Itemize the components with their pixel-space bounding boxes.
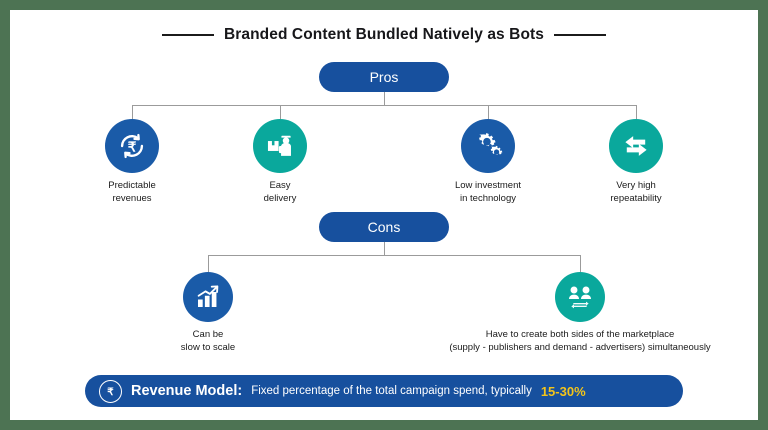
pros-item-label: Easy delivery — [263, 180, 297, 204]
cons-item-two-sided-marketplace[interactable]: Have to create both sides of the marketp… — [449, 272, 711, 354]
cons-item-label: Can be slow to scale — [180, 329, 236, 353]
pros-connector-bar — [132, 105, 636, 106]
title-rule-left — [161, 34, 214, 36]
page-title: Branded Content Bundled Natively as Bots — [10, 26, 758, 44]
pros-connector-drop-4 — [636, 105, 637, 119]
pros-item-high-repeatability[interactable]: Very high repeatability — [581, 119, 691, 205]
cons-pill[interactable]: Cons — [319, 212, 449, 242]
revenue-model-banner[interactable]: ₹ Revenue Model: Fixed percentage of the… — [85, 375, 683, 407]
pros-item-label: Very high repeatability — [610, 180, 662, 204]
pros-item-easy-delivery[interactable]: Easy delivery — [225, 119, 335, 205]
rupee-circle-icon: ₹ — [99, 379, 122, 403]
infographic-card: Branded Content Bundled Natively as Bots… — [10, 10, 758, 420]
pros-pill[interactable]: Pros — [319, 62, 449, 92]
page-title-text: Branded Content Bundled Natively as Bots — [223, 26, 545, 43]
title-rule-right — [554, 34, 607, 36]
pros-connector-drop-2 — [280, 105, 281, 119]
cons-connector-bar — [208, 255, 580, 256]
pros-connector-drop-3 — [488, 105, 489, 119]
two-way-arrows-icon — [609, 119, 663, 173]
revenue-model-heading: Revenue Model: — [131, 383, 243, 399]
cons-connector-drop-2 — [580, 255, 581, 272]
delivery-person-icon — [253, 119, 307, 173]
recurring-rupee-icon: ₹ — [105, 119, 159, 173]
cons-item-label: Have to create both sides of the marketp… — [449, 329, 711, 353]
cons-pill-label: Cons — [367, 219, 401, 235]
pros-item-low-investment[interactable]: Low investment in technology — [433, 119, 543, 205]
svg-text:₹: ₹ — [128, 139, 137, 154]
pros-connector-stem — [384, 92, 385, 105]
two-users-exchange-icon — [555, 272, 605, 322]
cons-item-slow-to-scale[interactable]: Can be slow to scale — [153, 272, 263, 354]
pros-pill-label: Pros — [369, 69, 399, 85]
pros-item-predictable-revenues[interactable]: ₹ Predictable revenues — [77, 119, 187, 205]
pros-item-label: Low investment in technology — [454, 180, 521, 204]
revenue-model-highlight: 15-30% — [540, 383, 586, 399]
bar-chart-growth-icon — [183, 272, 233, 322]
revenue-model-description: Fixed percentage of the total campaign s… — [251, 385, 532, 397]
pros-item-label: Predictable revenues — [108, 180, 156, 204]
pros-connector-drop-1 — [132, 105, 133, 119]
svg-text:₹: ₹ — [107, 387, 114, 398]
cons-connector-drop-1 — [208, 255, 209, 272]
cons-connector-stem — [384, 242, 385, 255]
gears-icon — [461, 119, 515, 173]
